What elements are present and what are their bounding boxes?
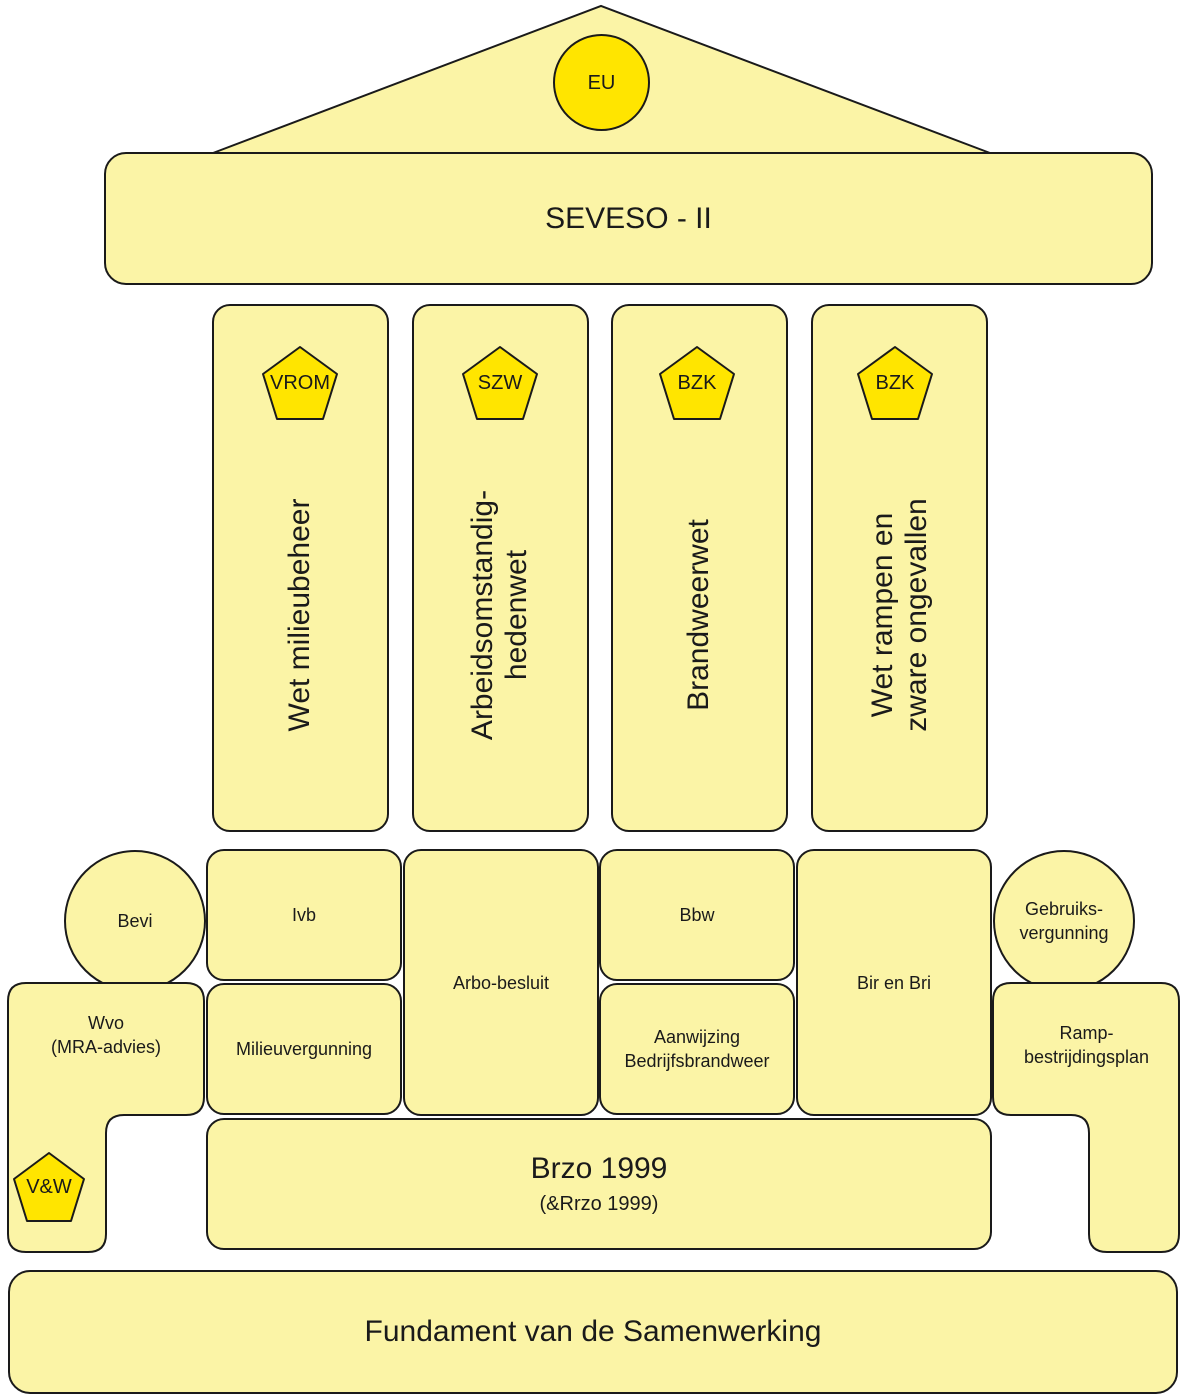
vw-badge: V&W (11, 1150, 87, 1224)
milieuvergunning-box: Milieuvergunning (206, 983, 402, 1115)
bzk-label: BZK (677, 371, 717, 394)
pillar-label-arbeidsomstandighedenwet: Arbeidsomstandig- hedenwet (466, 489, 533, 741)
eu-badge-label: EU (587, 71, 616, 94)
vrom-badge: VROM (260, 344, 340, 422)
szw-badge: SZW (460, 344, 540, 422)
vw-label: V&W (26, 1175, 72, 1198)
pillar-label-wet-milieubeheer: Wet milieubeheer (283, 498, 316, 732)
szw-label: SZW (477, 371, 523, 394)
pillar-label-brandweerwet: Brandweerwet (682, 519, 715, 711)
bzk-badge-2: BZK (855, 344, 935, 422)
rampbestrijdingsplan-shape (992, 982, 1180, 1253)
arbo-besluit-box: Arbo-besluit (403, 849, 599, 1116)
bir-en-bri-box: Bir en Bri (796, 849, 992, 1116)
seveso-label: SEVESO - II (545, 201, 712, 235)
pillar-label-wet-rampen: Wet rampen en zware ongevallen (866, 498, 933, 732)
bbw-box: Bbw (599, 849, 795, 981)
foundation-box: Fundament van de Samenwerking (8, 1270, 1178, 1394)
gebruiksvergunning-circle: Gebruiks- vergunning (993, 850, 1135, 992)
rampbestrijdingsplan-label: Ramp- bestrijdingsplan (1023, 1023, 1150, 1067)
brzo-title: Brzo 1999 (530, 1152, 668, 1185)
ivb-box: Ivb (206, 849, 402, 981)
brzo-box: Brzo 1999 (&Rrzo 1999) (206, 1118, 992, 1250)
bzk-badge: BZK (657, 344, 737, 422)
wvo-label: Wvo (MRA-advies) (50, 1013, 161, 1057)
foundation-label: Fundament van de Samenwerking (364, 1315, 822, 1348)
brzo-subtitle: (&Rrzo 1999) (539, 1193, 659, 1215)
eu-badge: EU (553, 34, 650, 131)
bevi-circle: Bevi (64, 850, 206, 992)
aanwijzing-bedrijfsbrandweer-box: Aanwijzing Bedrijfsbrandweer (599, 983, 795, 1115)
bzk-label-2: BZK (875, 371, 915, 394)
vrom-label: VROM (270, 371, 330, 394)
seveso-beam: SEVESO - II (104, 152, 1153, 285)
